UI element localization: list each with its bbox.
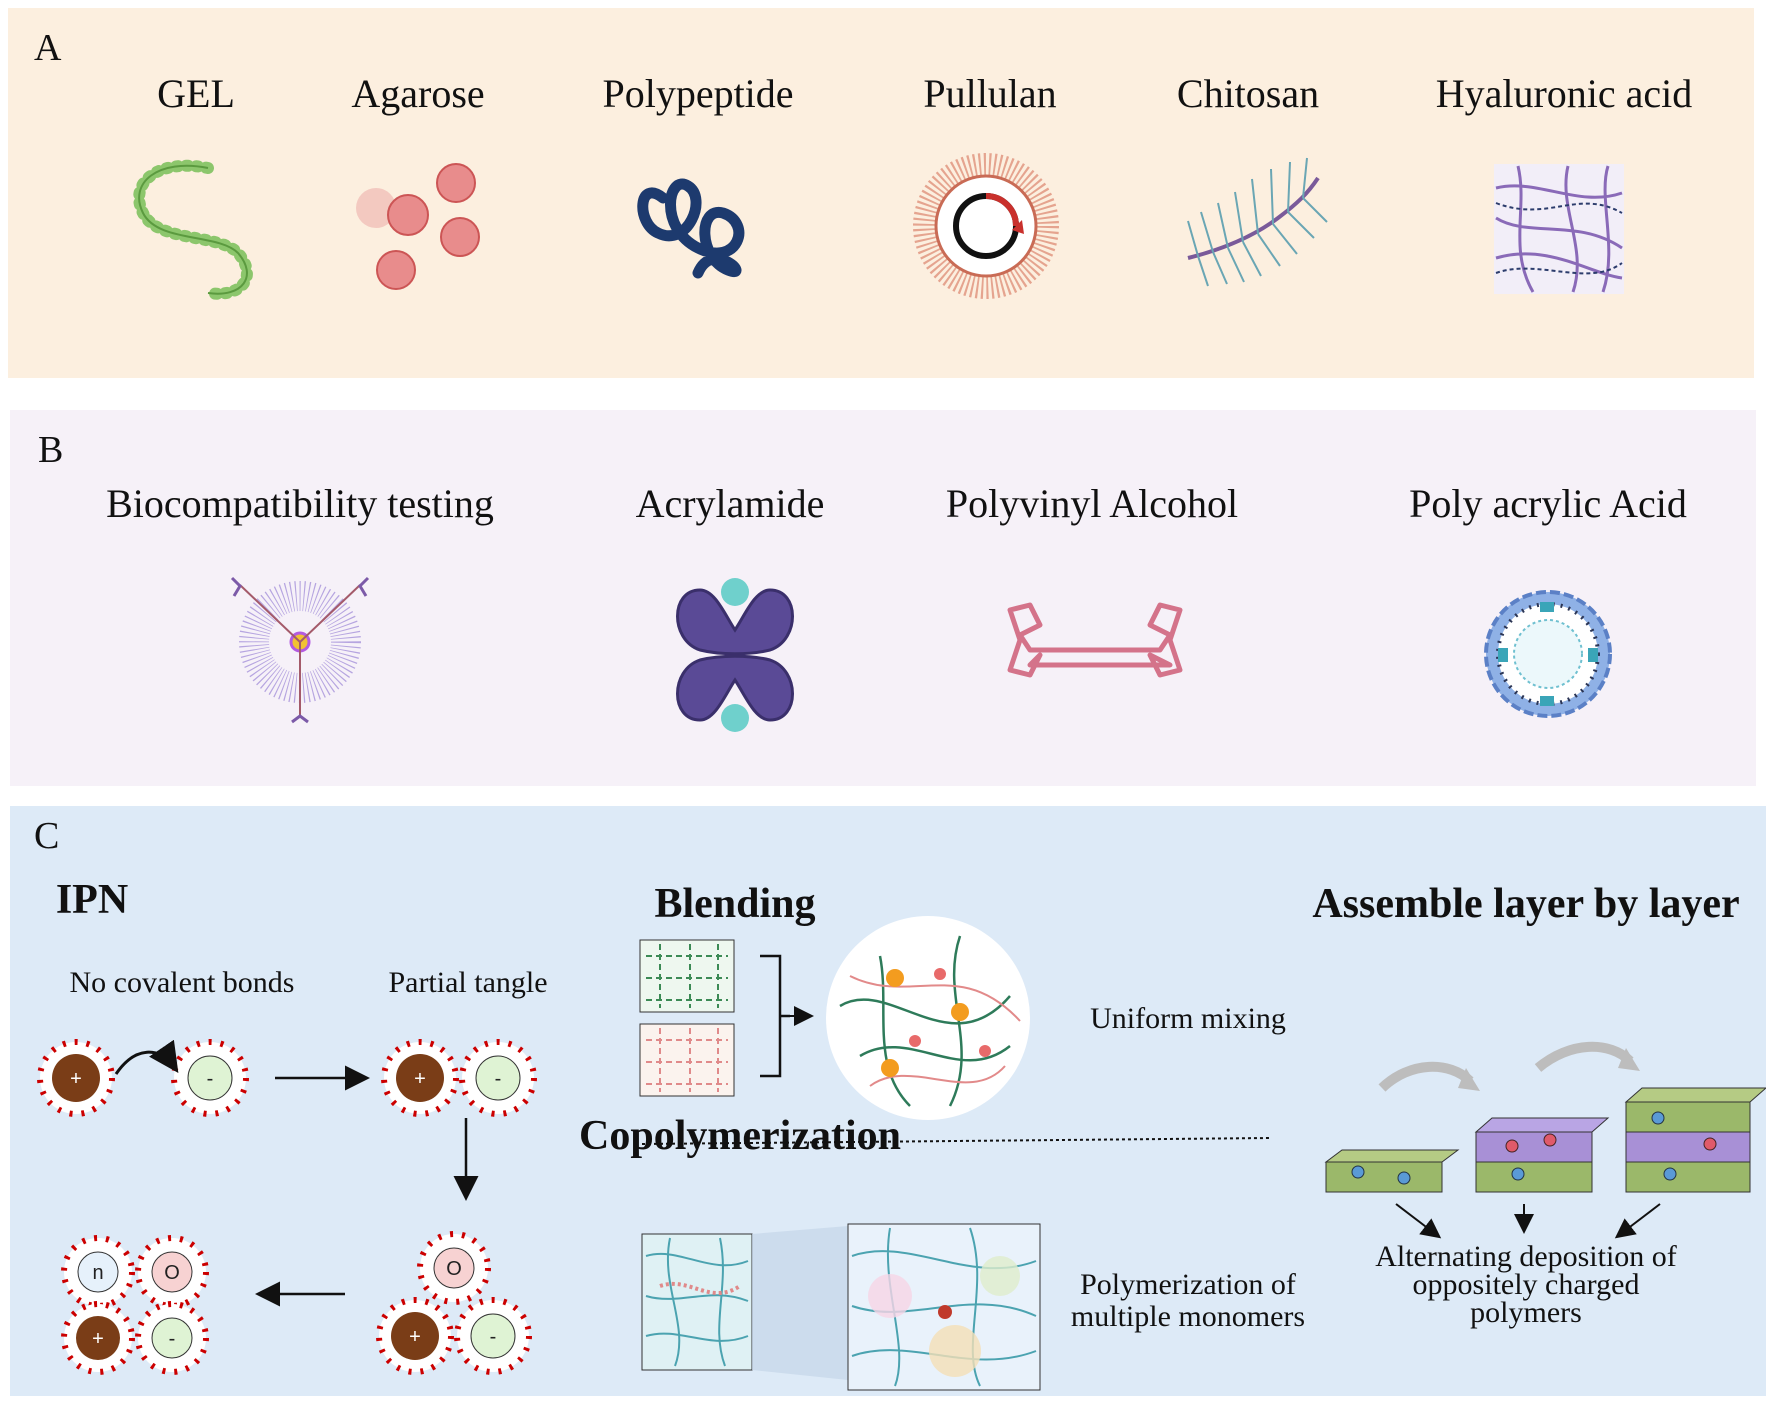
copolymerization-diagram [641, 1223, 1041, 1391]
item-name-biocompatibility: Biocompatibility testing [106, 481, 494, 526]
vesicle-icon [1484, 590, 1612, 718]
item-name-acrylamide: Acrylamide [635, 481, 825, 526]
coiled-protein-icon [637, 178, 745, 279]
item-name-agarose: Agarose [351, 71, 485, 116]
ipn-step-no-covalent: No covalent bonds [69, 966, 295, 999]
glyph-plus-2: + [414, 1068, 426, 1090]
glyph-minus-1: - [207, 1068, 214, 1090]
dimer-protein-icon [676, 578, 794, 732]
item-name-paa: Poly acrylic Acid [1409, 481, 1687, 526]
lbl-title: Assemble layer by layer [1312, 881, 1740, 927]
glyph-minus-2: - [495, 1068, 502, 1090]
glyph-minus-3: - [490, 1326, 497, 1348]
panel-a: A GEL Agarose Polypeptide Pullulan Chito… [8, 8, 1754, 378]
branched-chain-icon [1187, 157, 1328, 287]
glyph-o-2: O [164, 1262, 180, 1284]
section-divider [641, 1137, 1271, 1145]
ipn-title: IPN [55, 877, 129, 923]
ipn-cation-1 [37, 1039, 115, 1117]
blending-title: Blending [654, 881, 816, 927]
panel-c: C IPN No covalent bonds Partial tangle B… [10, 806, 1766, 1396]
item-name-polypeptide: Polypeptide [602, 71, 794, 116]
copolymerization-title: Copolymerization [579, 1113, 901, 1159]
glyph-plus-4: + [92, 1328, 104, 1350]
lbl-caption-2: oppositely charged [1412, 1268, 1640, 1301]
ipn-diagram [37, 1039, 537, 1375]
item-name-gel: GEL [157, 71, 235, 116]
lbl-caption-1: Alternating deposition of [1375, 1240, 1677, 1273]
item-name-hyaluronic-acid: Hyaluronic acid [1435, 71, 1693, 116]
panel-b-label: B [38, 429, 64, 471]
copolymerization-caption-1: Polymerization of [1080, 1268, 1296, 1301]
glyph-n: n [92, 1262, 103, 1284]
ipn-glyphs: + - + - O + - n O + - [70, 1068, 501, 1350]
lbl-diagram [1324, 1041, 1766, 1239]
item-name-chitosan: Chitosan [1176, 71, 1320, 116]
glyph-plus-1: + [70, 1068, 82, 1090]
bracket-linker-icon [1007, 602, 1183, 678]
item-name-pullulan: Pullulan [923, 71, 1057, 116]
green-bead-chain-icon [133, 159, 253, 300]
panel-a-label: A [34, 27, 62, 69]
panel-c-label: C [34, 815, 60, 857]
star-micelle-icon [230, 576, 370, 724]
ipn-anion-1 [171, 1039, 249, 1117]
item-name-pva: Polyvinyl Alcohol [945, 481, 1239, 526]
panel-b: B Biocompatibility testing Acrylamide Po… [10, 410, 1756, 786]
fiber-network-icon [1494, 164, 1624, 294]
glyph-o-1: O [446, 1258, 462, 1280]
glyph-minus-4: - [169, 1328, 176, 1350]
glyph-plus-3: + [409, 1326, 421, 1348]
copolymerization-caption-2: multiple monomers [1070, 1300, 1306, 1333]
lbl-caption-3: polymers [1470, 1296, 1582, 1329]
blending-diagram [639, 916, 1030, 1120]
blending-caption: Uniform mixing [1090, 1002, 1286, 1035]
red-spheres-icon [356, 163, 480, 290]
ipn-step-partial-tangle: Partial tangle [388, 966, 548, 999]
liposome-ring-icon [913, 153, 1059, 299]
